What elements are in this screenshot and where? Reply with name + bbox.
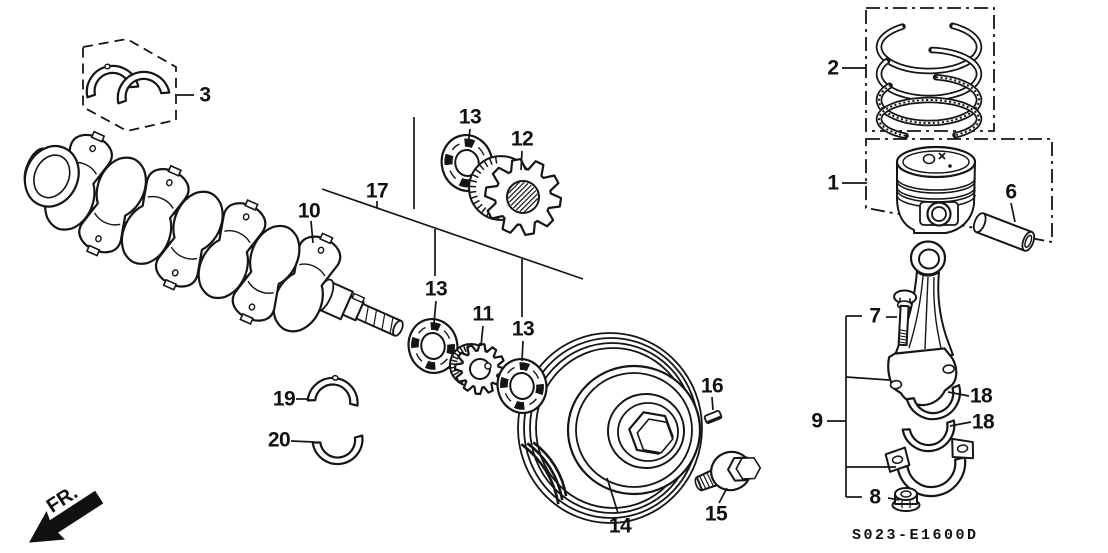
callout-leader-lines	[177, 67, 1016, 514]
crankshaft-drawing	[23, 130, 404, 337]
part-callout-8: 8	[869, 485, 881, 509]
part-callout-2: 2	[827, 56, 839, 80]
part-callout-12: 12	[510, 127, 534, 151]
part-callout-11: 11	[472, 302, 494, 326]
part-callout-3: 3	[199, 83, 211, 107]
part-callout-20: 20	[267, 428, 291, 452]
connecting-rod-drawing	[884, 240, 975, 512]
main-bearings-drawing	[306, 374, 364, 466]
front-direction-arrow: FR.	[29, 482, 104, 543]
part-callout-10: 10	[297, 199, 321, 223]
part-callout-16: 16	[700, 374, 724, 398]
part-callout-6: 6	[1005, 180, 1017, 204]
part-callout-18: 18	[971, 410, 995, 434]
part-callout-18: 18	[969, 384, 993, 408]
woodruff-key-drawing	[703, 409, 723, 425]
pulley-bolt-drawing	[694, 450, 762, 492]
piston-drawing	[895, 145, 977, 234]
sprockets-and-washers-drawing	[407, 134, 563, 414]
group-outline-boxes	[82, 7, 1053, 244]
part-callout-14: 14	[608, 514, 632, 538]
piston-pin-drawing	[972, 212, 1036, 252]
diagram-code: S023-E1600D	[852, 527, 979, 544]
piston-ring-set-drawing	[875, 22, 983, 140]
part-callout-13: 13	[424, 277, 448, 301]
thrust-washer-set-drawing	[85, 63, 171, 105]
part-callout-1: 1	[827, 171, 839, 195]
crank-pulley-drawing	[517, 332, 703, 524]
part-callout-7: 7	[869, 304, 881, 328]
part-callout-19: 19	[272, 387, 296, 411]
part-callout-15: 15	[704, 502, 728, 526]
part-callout-13: 13	[511, 317, 535, 341]
part-callout-17: 17	[365, 179, 389, 203]
part-callout-13: 13	[458, 105, 482, 129]
part-callout-9: 9	[811, 409, 823, 433]
